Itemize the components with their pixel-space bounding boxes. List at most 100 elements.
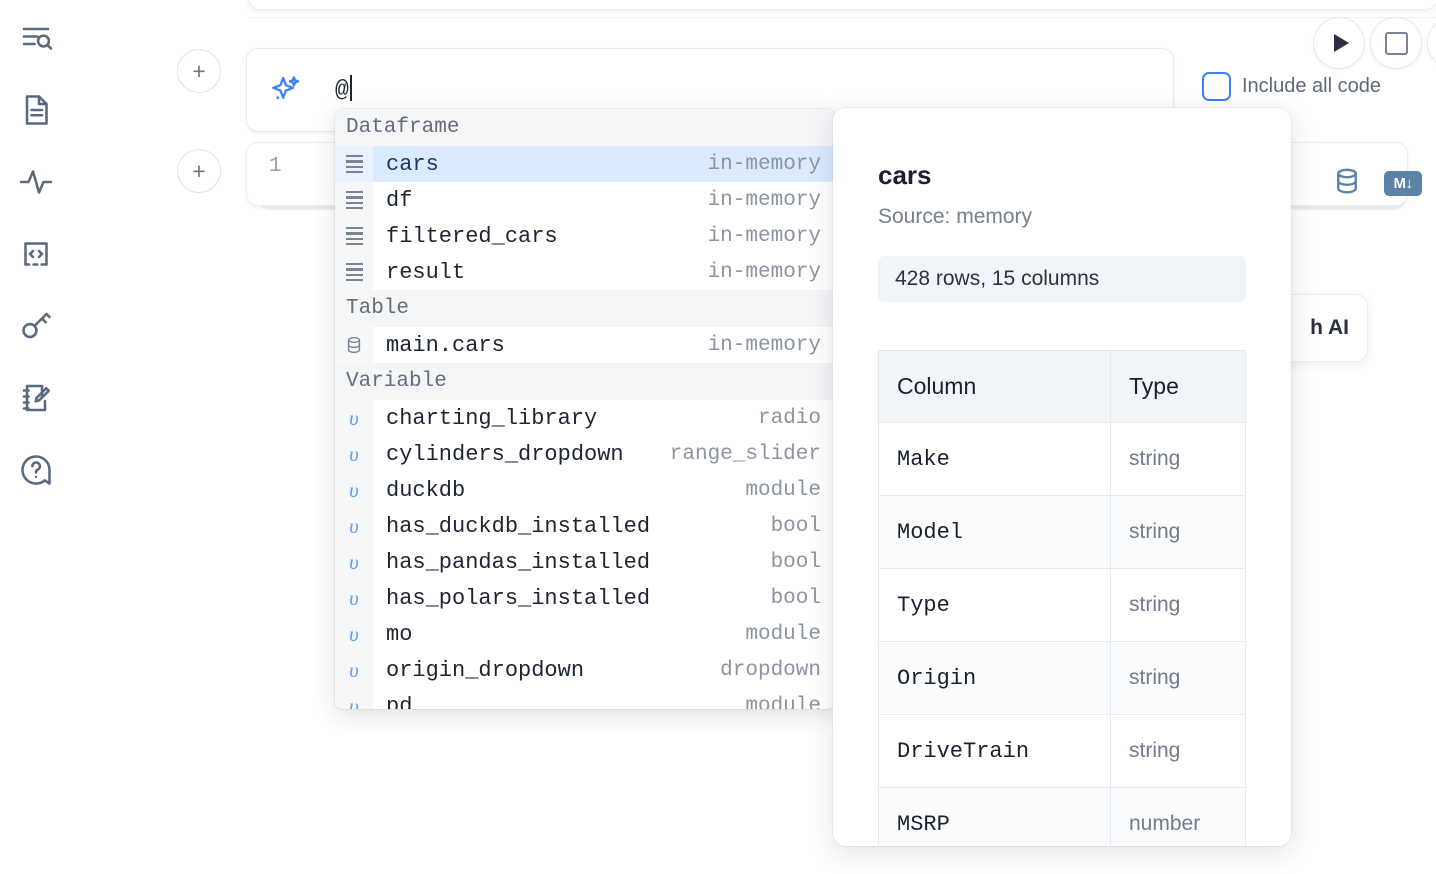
more-actions-button[interactable]: [1427, 17, 1436, 69]
plus-icon: +: [192, 160, 205, 183]
sidebar-item-snippets[interactable]: [13, 231, 59, 277]
include-all-code-row[interactable]: Include all code: [1202, 72, 1381, 101]
ai-prompt-value: @: [335, 77, 349, 103]
preview-column-name: Type: [878, 569, 1110, 642]
autocomplete-item-type: range_slider: [670, 443, 835, 466]
autocomplete-item[interactable]: υcharting_libraryradio: [335, 400, 835, 436]
preview-column-name: MSRP: [878, 788, 1110, 846]
autocomplete-item-name: has_pandas_installed: [373, 550, 771, 575]
autocomplete-item-type: module: [745, 479, 835, 502]
variable-icon: υ: [335, 436, 373, 472]
preview-shape-chip: 428 rows, 15 columns: [878, 256, 1246, 302]
preview-column-type: number: [1110, 788, 1246, 846]
autocomplete-group-header: Table: [335, 290, 835, 327]
sidebar-item-scratchpad[interactable]: [13, 375, 59, 421]
cell-above-shell: [248, 0, 1436, 10]
autocomplete-item[interactable]: υduckdbmodule: [335, 472, 835, 508]
sidebar-item-help[interactable]: [13, 447, 59, 493]
autocomplete-item-name: cars: [373, 152, 708, 177]
autocomplete-item[interactable]: υhas_polars_installedbool: [335, 580, 835, 616]
variable-icon: υ: [335, 580, 373, 616]
run-button[interactable]: [1313, 17, 1365, 69]
left-sidebar-rail: [0, 0, 72, 874]
autocomplete-item-type: bool: [771, 551, 835, 574]
include-all-code-checkbox[interactable]: [1202, 72, 1231, 101]
preview-column-type: string: [1110, 715, 1246, 788]
plus-icon: +: [192, 60, 205, 83]
preview-column-type: string: [1110, 642, 1246, 715]
markdown-icon[interactable]: M↓: [1384, 171, 1422, 196]
autocomplete-item[interactable]: υcylinders_dropdownrange_slider: [335, 436, 835, 472]
autocomplete-item[interactable]: resultin-memory: [335, 254, 835, 290]
autocomplete-item-type: in-memory: [708, 334, 835, 357]
text-caret: [350, 75, 352, 101]
preview-column-name: Model: [878, 496, 1110, 569]
stop-square-icon: [1385, 32, 1408, 55]
autocomplete-item-type: in-memory: [708, 189, 835, 212]
preview-title: cars: [878, 160, 932, 191]
variable-icon: υ: [335, 544, 373, 580]
autocomplete-item[interactable]: υorigin_dropdowndropdown: [335, 652, 835, 688]
autocomplete-item-type: module: [745, 623, 835, 646]
autocomplete-item-type: bool: [771, 587, 835, 610]
database-table-icon: [335, 327, 373, 363]
variable-icon: υ: [335, 508, 373, 544]
autocomplete-dropdown[interactable]: Dataframecarsin-memorydfin-memoryfiltere…: [335, 109, 835, 709]
play-icon: [1334, 34, 1349, 52]
ai-card-label: h AI: [1310, 316, 1349, 340]
autocomplete-item-type: bool: [771, 515, 835, 538]
sparkle-ai-icon: [269, 73, 303, 107]
autocomplete-item-name: df: [373, 188, 708, 213]
sidebar-item-activity[interactable]: [13, 159, 59, 205]
file-document-icon: [18, 92, 54, 128]
autocomplete-item[interactable]: dfin-memory: [335, 182, 835, 218]
dataframe-rows-icon: [335, 146, 373, 182]
autocomplete-group-header: Variable: [335, 363, 835, 400]
autocomplete-item[interactable]: carsin-memory: [335, 146, 835, 182]
variable-icon: υ: [335, 400, 373, 436]
preview-column-type: string: [1110, 496, 1246, 569]
code-snippet-icon: [18, 236, 54, 272]
autocomplete-item[interactable]: υpdmodule: [335, 688, 835, 709]
autocomplete-item-name: duckdb: [373, 478, 745, 503]
cell-action-icons: M↓: [1332, 166, 1422, 201]
preview-type-header: Type: [1110, 350, 1246, 423]
autocomplete-item[interactable]: υhas_duckdb_installedbool: [335, 508, 835, 544]
autocomplete-item[interactable]: main.carsin-memory: [335, 327, 835, 363]
autocomplete-group-header: Dataframe: [335, 109, 835, 146]
database-icon[interactable]: [1332, 166, 1362, 201]
sidebar-item-outline[interactable]: [13, 15, 59, 61]
preview-column-type: string: [1110, 423, 1246, 496]
add-cell-button-top[interactable]: +: [177, 49, 221, 93]
autocomplete-item[interactable]: υhas_pandas_installedbool: [335, 544, 835, 580]
preview-column-name: DriveTrain: [878, 715, 1110, 788]
ai-prompt-input[interactable]: @: [335, 75, 352, 103]
preview-column-name: Make: [878, 423, 1110, 496]
divider: [248, 17, 1436, 18]
preview-table-row: Typestring: [878, 569, 1246, 642]
autocomplete-item-type: in-memory: [708, 153, 835, 176]
autocomplete-item-type: in-memory: [708, 261, 835, 284]
autocomplete-item[interactable]: υmomodule: [335, 616, 835, 652]
preview-table-row: Makestring: [878, 423, 1246, 496]
preview-table-row: Originstring: [878, 642, 1246, 715]
sidebar-item-file[interactable]: [13, 87, 59, 133]
stop-button[interactable]: [1370, 17, 1422, 69]
sidebar-item-secrets[interactable]: [13, 303, 59, 349]
autocomplete-item[interactable]: filtered_carsin-memory: [335, 218, 835, 254]
preview-table-row: MSRPnumber: [878, 788, 1246, 846]
scratchpad-edit-icon: [18, 380, 54, 416]
add-cell-button-bottom[interactable]: +: [177, 149, 221, 193]
preview-table-row: Modelstring: [878, 496, 1246, 569]
autocomplete-item-type: in-memory: [708, 225, 835, 248]
variable-icon: υ: [335, 616, 373, 652]
preview-table-header-row: ColumnType: [878, 350, 1246, 423]
dataframe-rows-icon: [335, 218, 373, 254]
outline-search-icon: [18, 20, 54, 56]
autocomplete-item-name: cylinders_dropdown: [373, 442, 670, 467]
activity-pulse-icon: [18, 164, 54, 200]
autocomplete-list[interactable]: Dataframecarsin-memorydfin-memoryfiltere…: [335, 109, 835, 709]
preview-column-header: Column: [878, 350, 1110, 423]
autocomplete-item-name: has_polars_installed: [373, 586, 771, 611]
